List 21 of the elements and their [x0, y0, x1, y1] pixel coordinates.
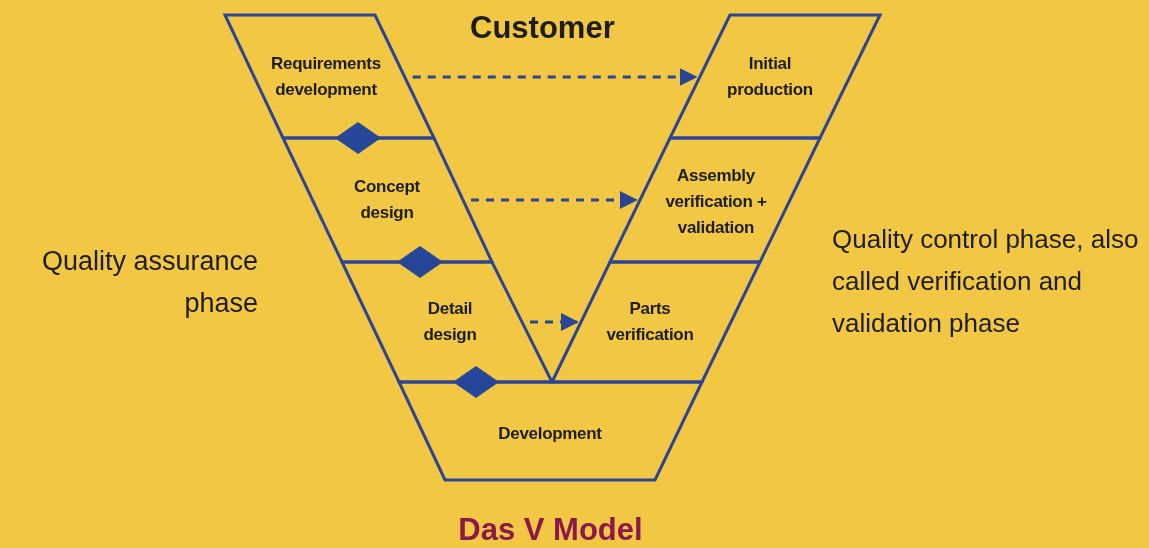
phase-box	[399, 382, 702, 480]
phase-note: Quality control phase, also called verification and validation phase	[832, 223, 1140, 340]
phase-box	[342, 262, 552, 382]
phase-box	[610, 138, 820, 262]
phase-label: Requirements development	[270, 53, 382, 101]
phase-label: Concept design	[353, 176, 421, 224]
caption: Das V Model	[457, 512, 644, 548]
phase-box	[283, 138, 492, 262]
heading: Customer	[470, 10, 615, 46]
phase-label: Development	[497, 423, 603, 445]
phase-note: Quality assurance phase	[40, 245, 258, 320]
dashed-arrow	[530, 313, 579, 331]
phase-label: Assembly verification + validation	[664, 165, 768, 239]
phase-box	[670, 15, 880, 138]
phase-label: Initial production	[726, 53, 814, 101]
phase-box	[552, 262, 760, 382]
dashed-arrow	[471, 191, 638, 209]
dashed-arrow	[412, 68, 698, 86]
phase-label: Detail design	[422, 298, 478, 346]
phase-box	[225, 15, 434, 138]
phase-label: Parts verification	[605, 298, 695, 346]
